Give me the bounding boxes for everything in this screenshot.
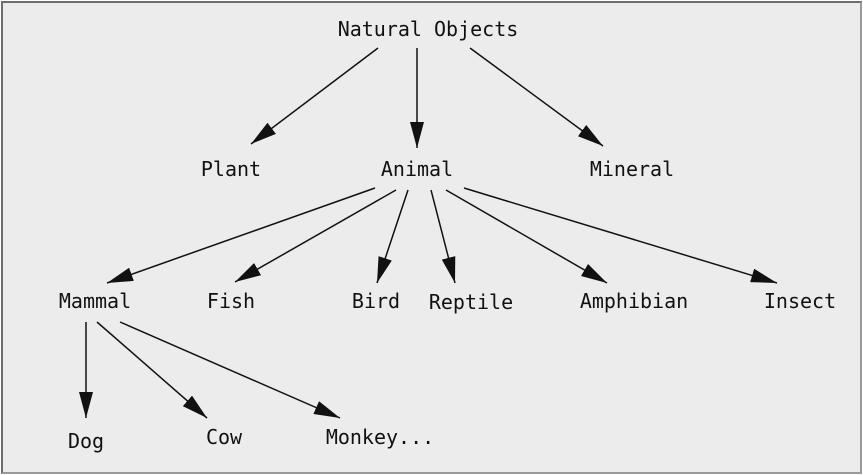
node-insect: Insect: [764, 289, 836, 313]
node-dog: Dog: [68, 429, 104, 453]
arrow-animal-to-mammal: [106, 187, 376, 284]
node-monkey: Monkey...: [326, 425, 434, 449]
node-bird: Bird: [352, 289, 400, 313]
arrow-natural-objects-to-mineral: [469, 47, 604, 147]
arrow-animal-to-reptile: [430, 189, 456, 284]
node-fish: Fish: [207, 289, 255, 313]
node-cow: Cow: [206, 425, 243, 449]
node-amphibian: Amphibian: [580, 289, 688, 313]
arrow-natural-objects-to-plant: [250, 47, 379, 145]
arrow-mammal-to-cow: [96, 321, 208, 419]
node-natural-objects: Natural Objects: [338, 17, 519, 41]
node-reptile: Reptile: [429, 290, 513, 314]
node-mammal: Mammal: [59, 289, 131, 313]
node-mineral: Mineral: [590, 157, 674, 181]
arrow-animal-to-fish: [234, 189, 397, 283]
node-animal: Animal: [381, 157, 453, 181]
arrow-animal-to-bird: [376, 189, 409, 284]
arrow-mammal-to-monkey: [119, 321, 341, 419]
node-plant: Plant: [201, 157, 261, 181]
arrow-animal-to-insect: [463, 187, 778, 284]
arrow-animal-to-amphibian: [445, 189, 608, 284]
